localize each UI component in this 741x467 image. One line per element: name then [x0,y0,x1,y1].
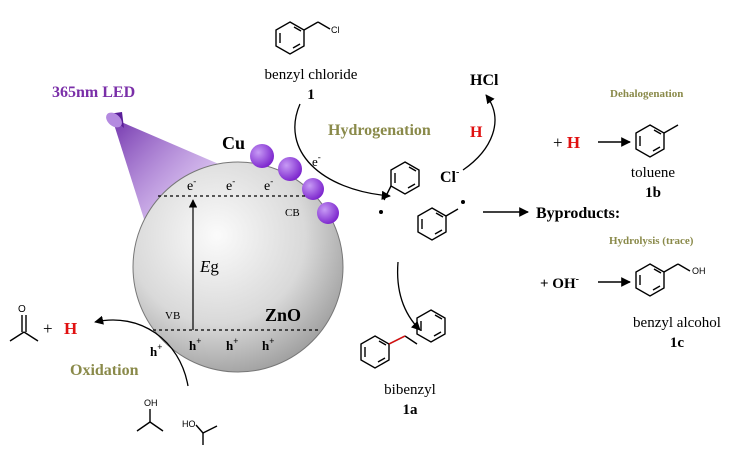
chloride-substituent-label: Cl [331,25,340,35]
hydrogenation-label: Hydrogenation [328,122,431,139]
reactant-number: 1 [307,87,315,103]
bibenzyl-structure [360,309,446,369]
vb-label: VB [165,310,180,322]
cu-particle [250,144,274,168]
oxidation-hydrogen: H [64,319,77,338]
hydrolysis-label: Hydrolysis (trace) [609,235,694,247]
electron: e- [187,176,196,194]
oxidation-plus: + [43,319,53,338]
benzyl-radical-structure [417,207,459,241]
hcl-arrow [462,94,496,171]
byproducts-label: Byproducts: [536,205,620,222]
bibenzyl-number: 1a [403,402,419,418]
zno-label: ZnO [265,305,301,325]
hydrogen-atom: H [470,124,483,141]
hydroxyl-label: OH [692,266,706,276]
bandgap-label: Eg [199,257,219,276]
electron: e- [264,176,273,194]
bibenzyl-name: bibenzyl [384,382,436,398]
electron-transfer-label: e- [312,152,321,169]
hole: h+ [226,336,238,353]
cu-particle [278,157,302,181]
hole: h+ [262,336,274,353]
dehalogenation-label: Dehalogenation [610,88,683,100]
oxidation-label: Oxidation [70,362,139,379]
plus-h-reagent: + H [553,133,580,152]
radical-dot [379,210,383,214]
reduction-arrow [294,103,391,200]
cu-particle [302,178,324,200]
cu-particle [317,202,339,224]
cb-label: CB [285,207,300,219]
led-beam [106,112,228,238]
toluene-number: 1b [645,185,661,201]
plus-oh-reagent: + OH- [540,274,579,292]
zno-particle [132,161,344,373]
cu-label: Cu [222,133,245,153]
oxidation-arrow [94,315,189,387]
electron: e- [226,176,235,194]
led-label: 365nm LED [52,84,135,101]
benzyl-chloride-structure [275,21,331,55]
reactant-name: benzyl chloride [265,67,358,83]
acetone-structure [9,315,39,342]
isopropanol-hydroxyl: OH [144,398,158,408]
isopropanol-hydroxyl: HO [182,419,196,429]
benzyl-radical-structure [383,161,420,201]
acetone-oxygen: O [18,304,26,315]
isopropanol-structure [136,409,164,432]
hcl-label: HCl [470,72,499,89]
cu-nanoparticles [250,144,339,224]
hole: h+ [150,342,162,359]
toluene-structure [635,124,679,158]
benzyl-alcohol-name: benzyl alcohol [633,315,721,331]
hole: h+ [189,336,201,353]
coupling-bond [388,335,406,345]
benzyl-alcohol-number: 1c [670,335,685,351]
benzyl-alcohol-structure [635,263,691,297]
chloride-ion: Cl- [440,167,459,186]
radical-dot [461,200,465,204]
toluene-name: toluene [631,165,675,181]
isopropanol-structure [195,424,218,445]
